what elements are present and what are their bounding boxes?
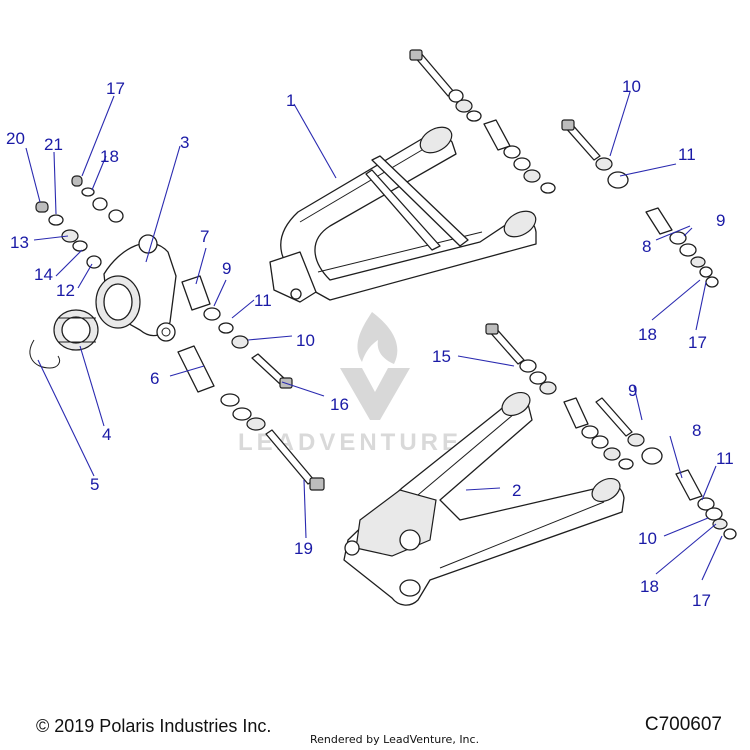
callout-8-upper: 8	[642, 237, 651, 256]
callout-5: 5	[90, 475, 99, 494]
callout-8-lower: 8	[692, 421, 701, 440]
callout-18-left: 18	[100, 147, 119, 166]
drawing-number: C700607	[644, 714, 722, 735]
callout-15: 15	[432, 347, 451, 366]
callout-6: 6	[150, 369, 159, 388]
leadventure-flame-icon	[357, 312, 398, 364]
copyright-text: © 2019 Polaris Industries Inc.	[36, 716, 272, 736]
callout-19: 19	[294, 539, 313, 558]
callout-9-lower-right: 9	[628, 381, 637, 400]
upper-bushing-stack[interactable]	[177, 275, 266, 431]
wheel-bearing[interactable]	[53, 309, 99, 351]
callout-9-left: 9	[222, 259, 231, 278]
hub-small-parts[interactable]	[35, 175, 124, 269]
callout-3: 3	[180, 133, 189, 152]
callout-7: 7	[200, 227, 209, 246]
callout-18-upper-right: 18	[638, 325, 657, 344]
callout-12: 12	[56, 281, 75, 300]
callout-18-lower-right: 18	[640, 577, 659, 596]
snap-ring[interactable]	[29, 339, 61, 369]
callout-numbers: 1 2 3 4 5 6 7 8 8 9 9 9 10 10 10 11 11 1…	[6, 77, 734, 610]
callout-11-middle: 11	[254, 291, 272, 310]
callout-13: 13	[10, 233, 29, 252]
callout-10-bottom: 10	[638, 529, 657, 548]
lower-right-hardware[interactable]	[485, 323, 737, 540]
callout-17-lower-right: 17	[692, 591, 711, 610]
bearing-carrier[interactable]	[95, 234, 177, 342]
callout-1: 1	[286, 91, 295, 110]
callout-10-top: 10	[622, 77, 641, 96]
callout-14: 14	[34, 265, 53, 284]
callout-16: 16	[330, 395, 349, 414]
leadventure-v-icon	[340, 368, 410, 420]
callout-2: 2	[512, 481, 521, 500]
callout-4: 4	[102, 425, 111, 444]
callout-9-upper-right: 9	[716, 211, 725, 230]
upper-a-arm[interactable]	[269, 122, 540, 303]
lower-a-arm[interactable]	[343, 388, 625, 606]
callout-21: 21	[44, 135, 63, 154]
upper-right-hardware[interactable]	[409, 49, 719, 288]
callout-11-top: 11	[678, 145, 696, 164]
callout-17-upper-right: 17	[688, 333, 707, 352]
rendered-by-text: Rendered by LeadVenture, Inc.	[310, 733, 480, 746]
callout-11-bottom: 11	[716, 449, 734, 468]
callout-10-middle: 10	[296, 331, 315, 350]
leader-lines	[25, 91, 723, 581]
callout-17-left: 17	[106, 79, 125, 98]
callout-20: 20	[6, 129, 25, 148]
